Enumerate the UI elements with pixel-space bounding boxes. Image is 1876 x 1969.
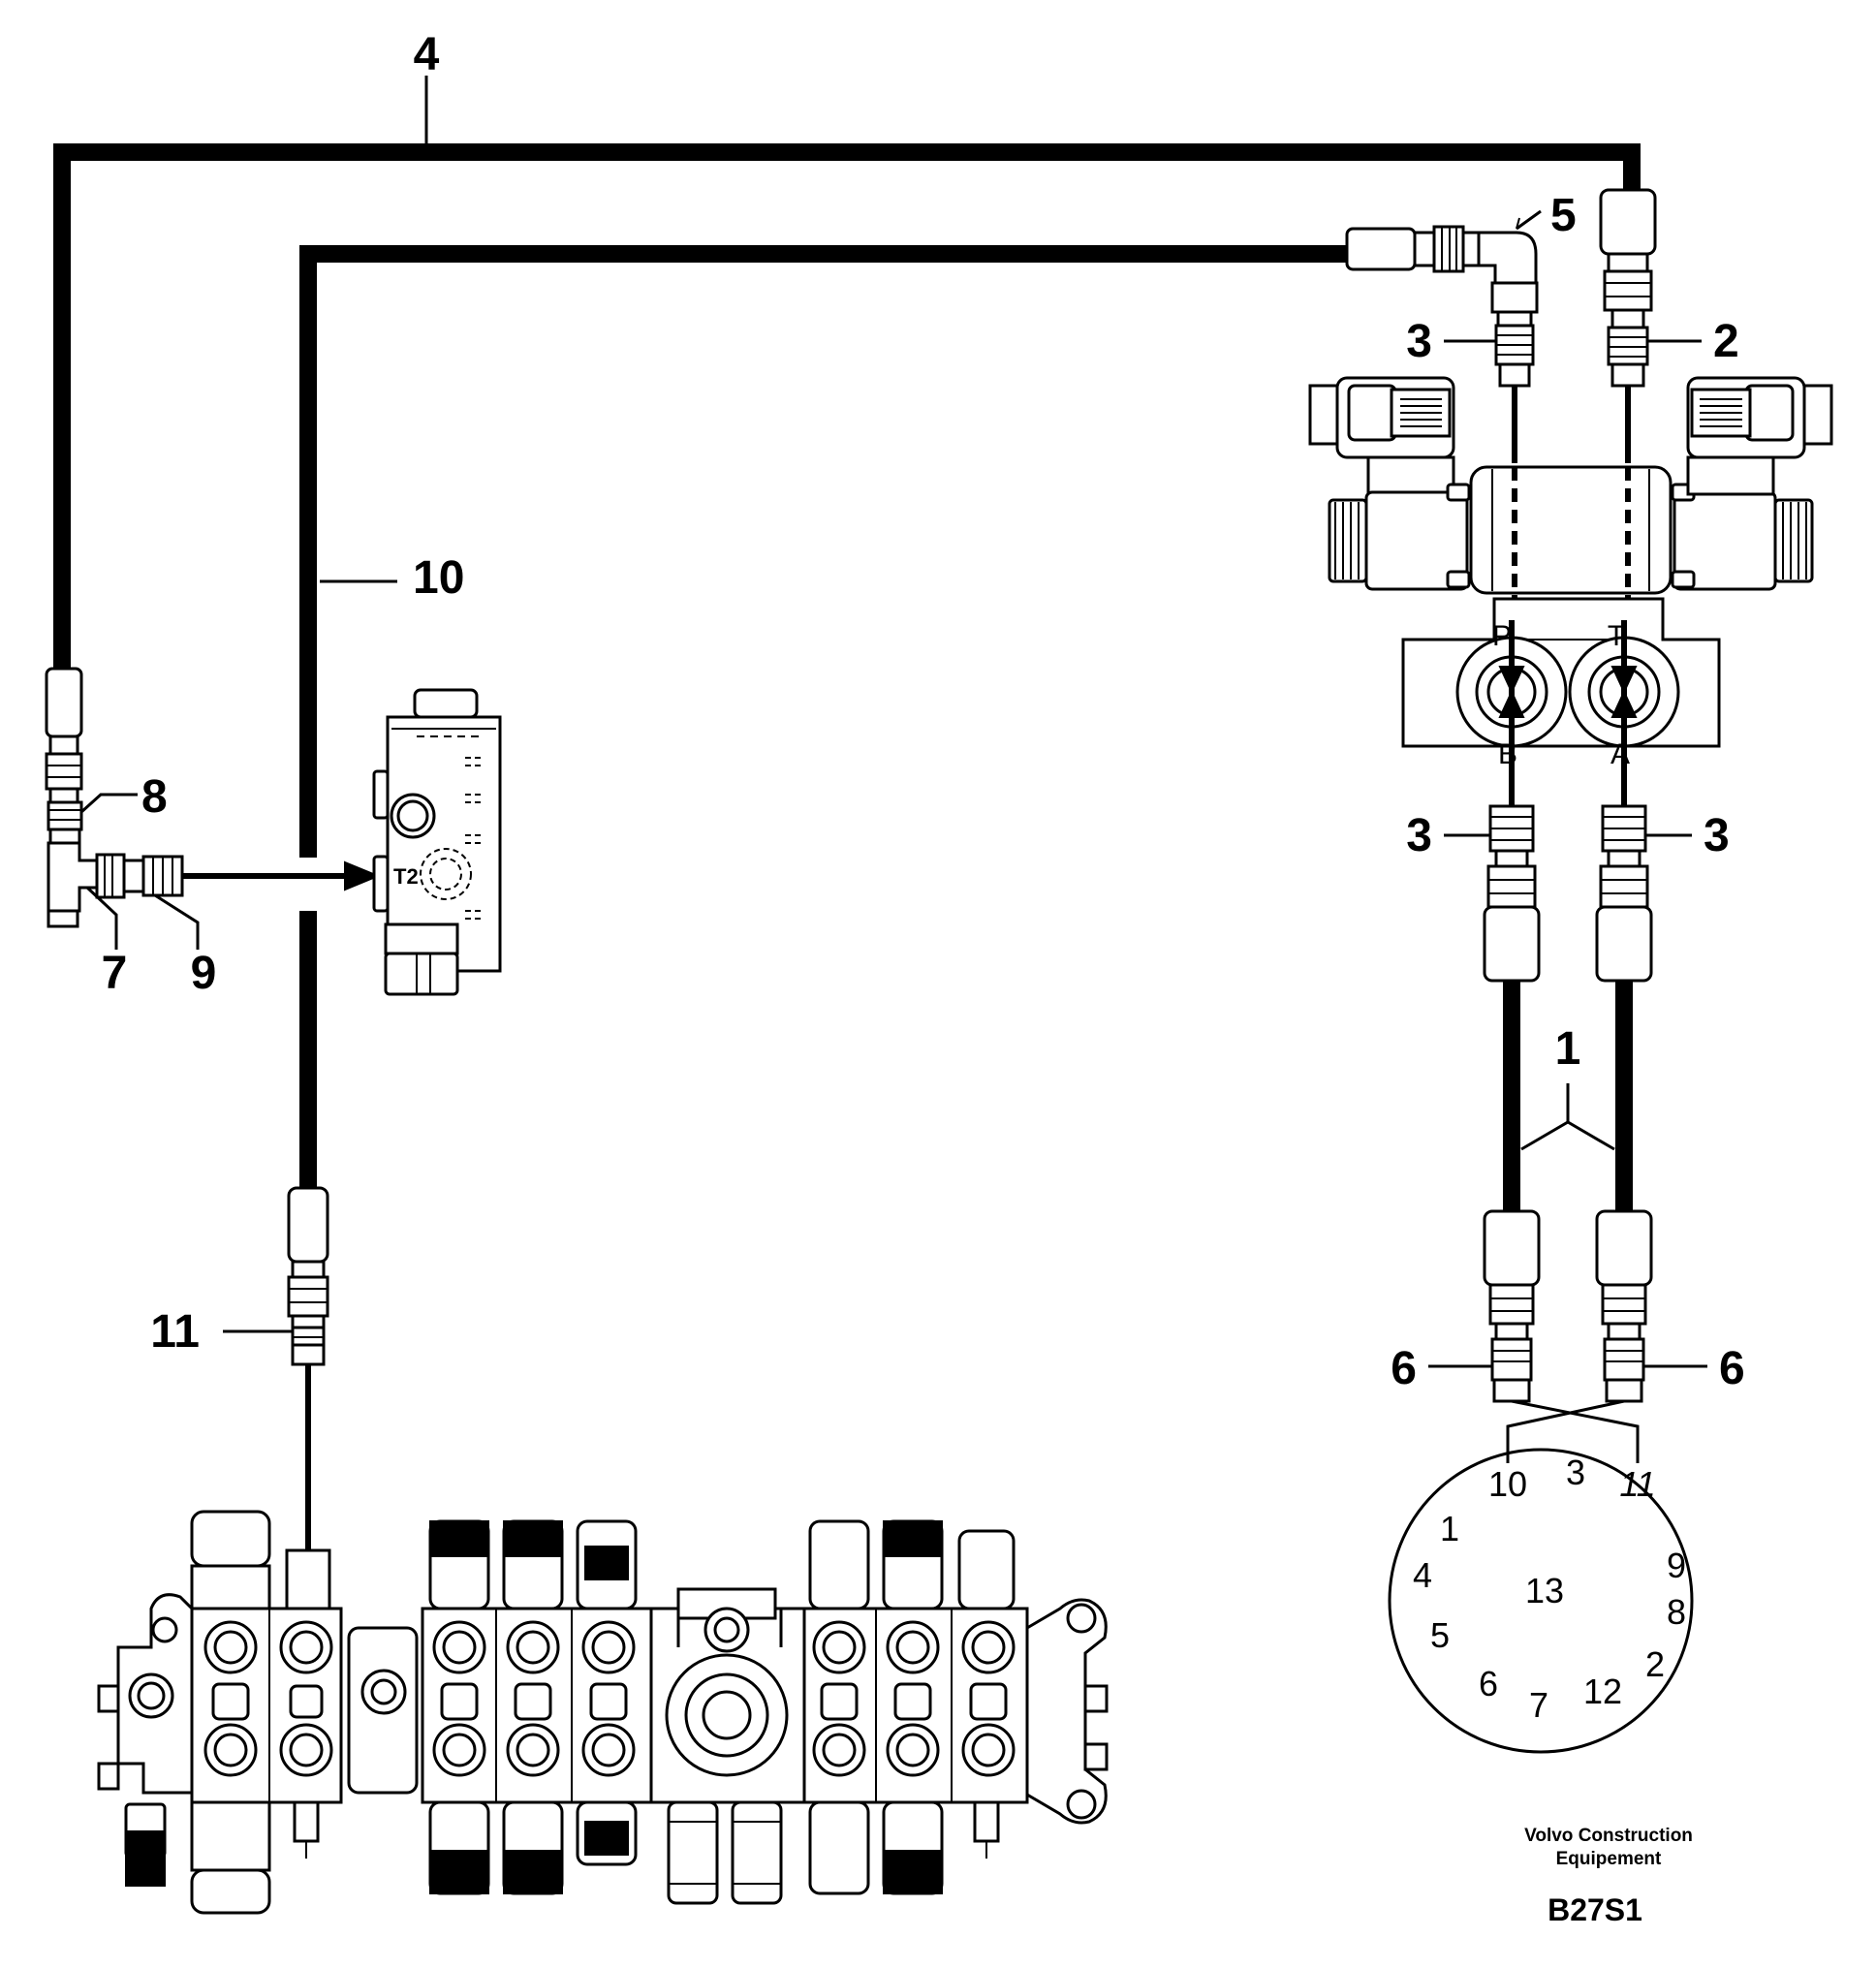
fitting-2-t-side bbox=[1599, 188, 1657, 388]
port-a-label: A bbox=[1610, 738, 1630, 770]
callout-3-right: 3 bbox=[1704, 810, 1730, 861]
pin-7: 7 bbox=[1529, 1685, 1548, 1725]
port-p-label: P bbox=[1492, 620, 1512, 652]
main-control-valve bbox=[97, 1510, 1109, 1915]
callout-4: 4 bbox=[414, 29, 440, 80]
callout-7: 7 bbox=[102, 948, 128, 999]
callout-3-left: 3 bbox=[1406, 810, 1432, 861]
fitting-9 bbox=[95, 853, 184, 899]
callout-5: 5 bbox=[1550, 190, 1577, 241]
callout-2: 2 bbox=[1713, 316, 1739, 367]
callout-8: 8 bbox=[141, 771, 168, 823]
leader-9 bbox=[154, 893, 200, 950]
callout-3-top: 3 bbox=[1406, 316, 1432, 367]
port-b-label: B bbox=[1498, 738, 1517, 770]
figure-code: B27S1 bbox=[1548, 1892, 1642, 1927]
fitting-6-left bbox=[1483, 1209, 1541, 1403]
callout-11: 11 bbox=[150, 1306, 200, 1358]
connector-pin-labels: 10 3 11 1 9 4 13 8 5 2 6 7 12 bbox=[1413, 1453, 1686, 1725]
pin-8: 8 bbox=[1667, 1592, 1686, 1632]
leader-8 bbox=[79, 793, 138, 814]
fitting-3-a-side bbox=[1595, 766, 1653, 983]
fitting-3-b-side bbox=[1483, 766, 1541, 983]
pin-6: 6 bbox=[1479, 1664, 1498, 1703]
callout-1: 1 bbox=[1555, 1023, 1581, 1075]
credit-line-1: Volvo Construction bbox=[1524, 1826, 1693, 1846]
connector-circle bbox=[1388, 1448, 1694, 1754]
solenoid-valve bbox=[1308, 376, 1833, 766]
port-t2-label: T2 bbox=[393, 864, 419, 889]
pin-12: 12 bbox=[1583, 1672, 1622, 1711]
callout-10: 10 bbox=[413, 552, 464, 604]
callout-9: 9 bbox=[191, 948, 217, 999]
pin-11: 11 bbox=[1619, 1464, 1655, 1504]
pin-3: 3 bbox=[1566, 1453, 1585, 1492]
tee-fitting-7 bbox=[45, 667, 99, 928]
port-t-label: T bbox=[1608, 620, 1625, 652]
pin-9: 9 bbox=[1667, 1546, 1686, 1585]
hose-10 bbox=[299, 245, 1347, 1197]
hoses-1 bbox=[1503, 981, 1633, 1211]
leader-7 bbox=[85, 886, 118, 950]
leader-5 bbox=[1516, 209, 1542, 231]
pin-5: 5 bbox=[1430, 1615, 1450, 1655]
auxiliary-valve-block bbox=[372, 688, 502, 996]
pin-10: 10 bbox=[1488, 1464, 1527, 1504]
arrow-to-t2 bbox=[182, 860, 381, 891]
pin-1: 1 bbox=[1440, 1509, 1459, 1548]
pin-crossover-lines bbox=[1506, 1399, 1640, 1463]
leader-1 bbox=[1520, 1083, 1615, 1151]
hose-4 bbox=[53, 143, 1641, 678]
fitting-11 bbox=[287, 1186, 329, 1366]
fitting-3-p-side bbox=[1490, 281, 1539, 388]
callout-6-left: 6 bbox=[1391, 1343, 1417, 1394]
pin-2: 2 bbox=[1645, 1644, 1665, 1684]
elbow-fitting-5 bbox=[1345, 217, 1538, 285]
credit-line-2: Equipement bbox=[1556, 1849, 1662, 1869]
fitting-6-right bbox=[1595, 1209, 1653, 1403]
pin-13: 13 bbox=[1525, 1571, 1564, 1610]
callout-6-right: 6 bbox=[1719, 1343, 1745, 1394]
pin-4: 4 bbox=[1413, 1555, 1432, 1595]
